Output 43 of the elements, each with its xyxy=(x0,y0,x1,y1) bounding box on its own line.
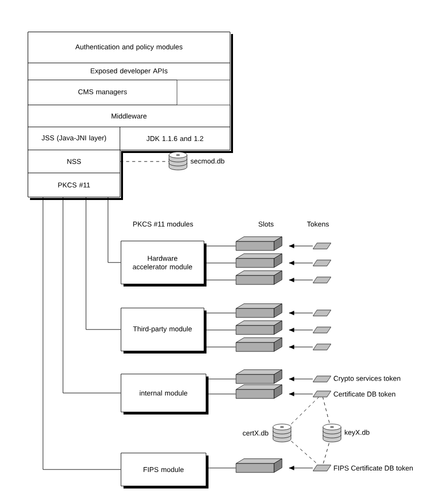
connector xyxy=(288,392,314,396)
connector xyxy=(288,244,314,248)
connector xyxy=(288,344,314,350)
connector xyxy=(288,310,314,316)
token-card xyxy=(312,376,332,382)
connector xyxy=(288,278,314,282)
connector xyxy=(288,466,314,470)
slot-box xyxy=(236,458,282,473)
connector xyxy=(86,196,121,330)
connector xyxy=(288,260,314,266)
token-card xyxy=(312,310,332,316)
connector xyxy=(322,396,330,424)
connector xyxy=(288,376,314,382)
connector xyxy=(204,312,236,314)
connector xyxy=(290,396,319,424)
connector xyxy=(62,196,121,394)
token-card xyxy=(312,344,332,350)
slot-box xyxy=(236,338,282,352)
database-cylinder xyxy=(322,424,342,442)
token-card xyxy=(312,242,332,250)
connector xyxy=(120,161,170,162)
connector xyxy=(108,196,121,263)
connector xyxy=(206,378,236,380)
slot-box xyxy=(236,320,282,335)
connector xyxy=(42,196,121,470)
token-card xyxy=(312,276,332,284)
connector xyxy=(204,262,236,264)
connector xyxy=(288,328,314,332)
slot-box xyxy=(236,236,282,251)
token-card xyxy=(312,260,332,266)
slot-box xyxy=(236,304,282,318)
slot-box xyxy=(236,270,282,285)
connector xyxy=(290,440,319,466)
token-card xyxy=(312,464,332,472)
slot-box xyxy=(236,384,282,399)
database-cylinder xyxy=(272,424,292,442)
database-cylinder xyxy=(168,152,188,170)
connector xyxy=(204,346,236,348)
token-card xyxy=(312,390,332,398)
connector xyxy=(322,442,330,466)
slot-box xyxy=(236,254,282,268)
slot-box xyxy=(236,370,282,384)
token-card xyxy=(312,326,332,334)
